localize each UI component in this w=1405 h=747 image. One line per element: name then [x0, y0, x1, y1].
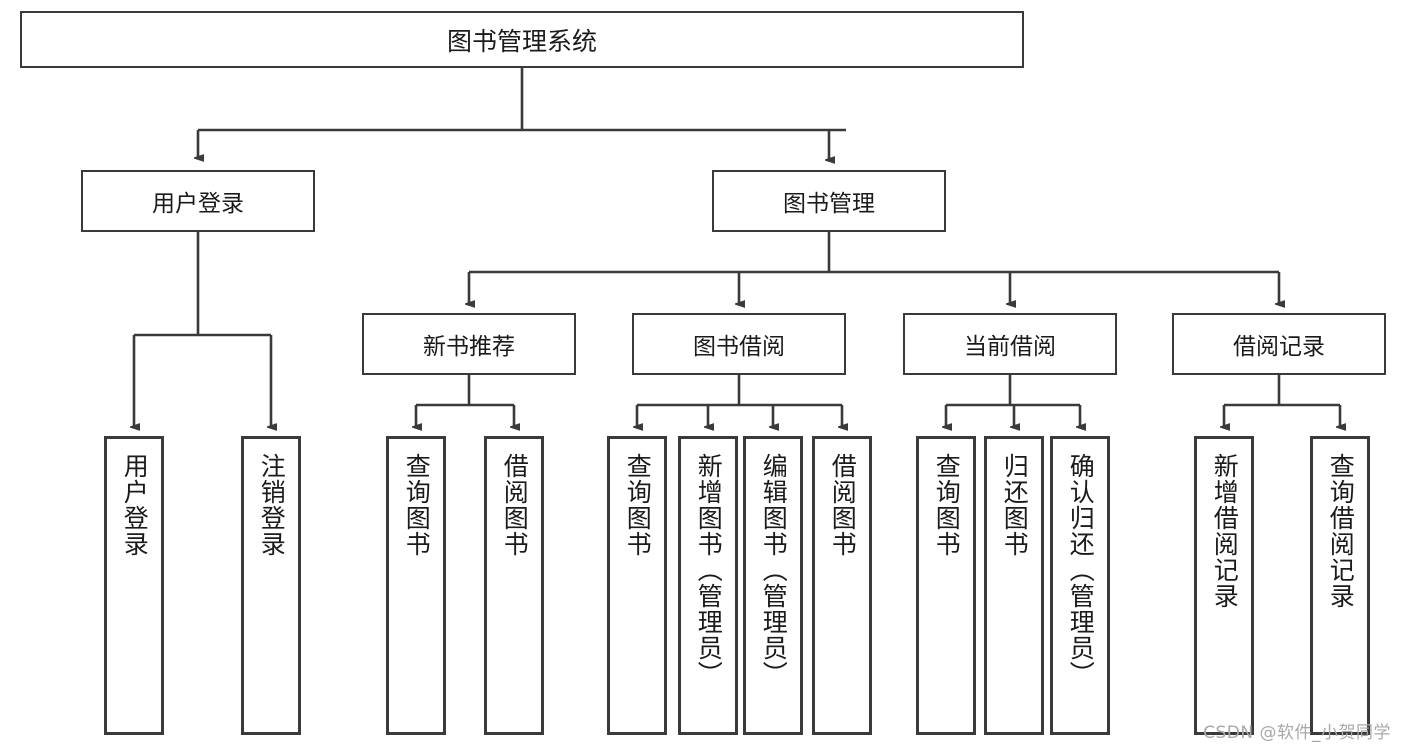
leaf-label: 编辑图书（管理员）: [759, 453, 789, 687]
leaf-current-borrow-confirm-return[interactable]: 确认归还（管理员）: [1050, 436, 1110, 735]
node-user-login[interactable]: 用户登录: [81, 170, 315, 232]
leaf-book-borrow-borrow[interactable]: 借阅图书: [812, 436, 872, 735]
leaf-book-borrow-query[interactable]: 查询图书: [607, 436, 667, 735]
watermark: CSDN @软件_小贺同学: [1203, 723, 1391, 743]
leaf-label: 用户登录: [120, 453, 150, 557]
leaf-label: 归还图书: [1000, 453, 1030, 557]
node-borrow-record[interactable]: 借阅记录: [1172, 313, 1386, 375]
leaf-user-login-logout[interactable]: 注销登录: [241, 436, 301, 735]
leaf-borrow-record-add[interactable]: 新增借阅记录: [1194, 436, 1254, 735]
leaf-new-book-borrow[interactable]: 借阅图书: [484, 436, 544, 735]
node-root[interactable]: 图书管理系统: [20, 11, 1024, 68]
leaf-label: 注销登录: [257, 453, 287, 557]
leaf-label: 查询图书: [402, 453, 432, 557]
leaf-book-borrow-add[interactable]: 新增图书（管理员）: [678, 436, 738, 735]
node-book-borrow[interactable]: 图书借阅: [632, 313, 846, 375]
node-current-borrow[interactable]: 当前借阅: [903, 313, 1117, 375]
leaf-label: 新增借阅记录: [1210, 453, 1240, 609]
leaf-current-borrow-query[interactable]: 查询图书: [916, 436, 976, 735]
leaf-label: 借阅图书: [828, 453, 858, 557]
node-book-management-label: 图书管理: [783, 191, 875, 217]
leaf-book-borrow-edit[interactable]: 编辑图书（管理员）: [743, 436, 803, 735]
leaf-user-login-login[interactable]: 用户登录: [104, 436, 164, 735]
leaf-label: 查询图书: [623, 453, 653, 557]
node-book-borrow-label: 图书借阅: [693, 334, 785, 360]
leaf-new-book-query[interactable]: 查询图书: [386, 436, 446, 735]
leaf-current-borrow-return[interactable]: 归还图书: [984, 436, 1044, 735]
node-book-management[interactable]: 图书管理: [712, 170, 946, 232]
leaf-label: 确认归还（管理员）: [1066, 453, 1096, 687]
leaf-label: 借阅图书: [500, 453, 530, 557]
node-root-label: 图书管理系统: [446, 26, 597, 56]
leaf-label: 查询借阅记录: [1326, 453, 1356, 609]
leaf-borrow-record-query[interactable]: 查询借阅记录: [1310, 436, 1370, 735]
node-new-book-recommend[interactable]: 新书推荐: [362, 313, 576, 375]
node-user-login-label: 用户登录: [152, 191, 244, 217]
leaf-label: 查询图书: [932, 453, 962, 557]
node-borrow-record-label: 借阅记录: [1233, 334, 1325, 360]
node-current-borrow-label: 当前借阅: [964, 334, 1056, 360]
node-new-book-recommend-label: 新书推荐: [423, 334, 515, 360]
leaf-label: 新增图书（管理员）: [694, 453, 724, 687]
